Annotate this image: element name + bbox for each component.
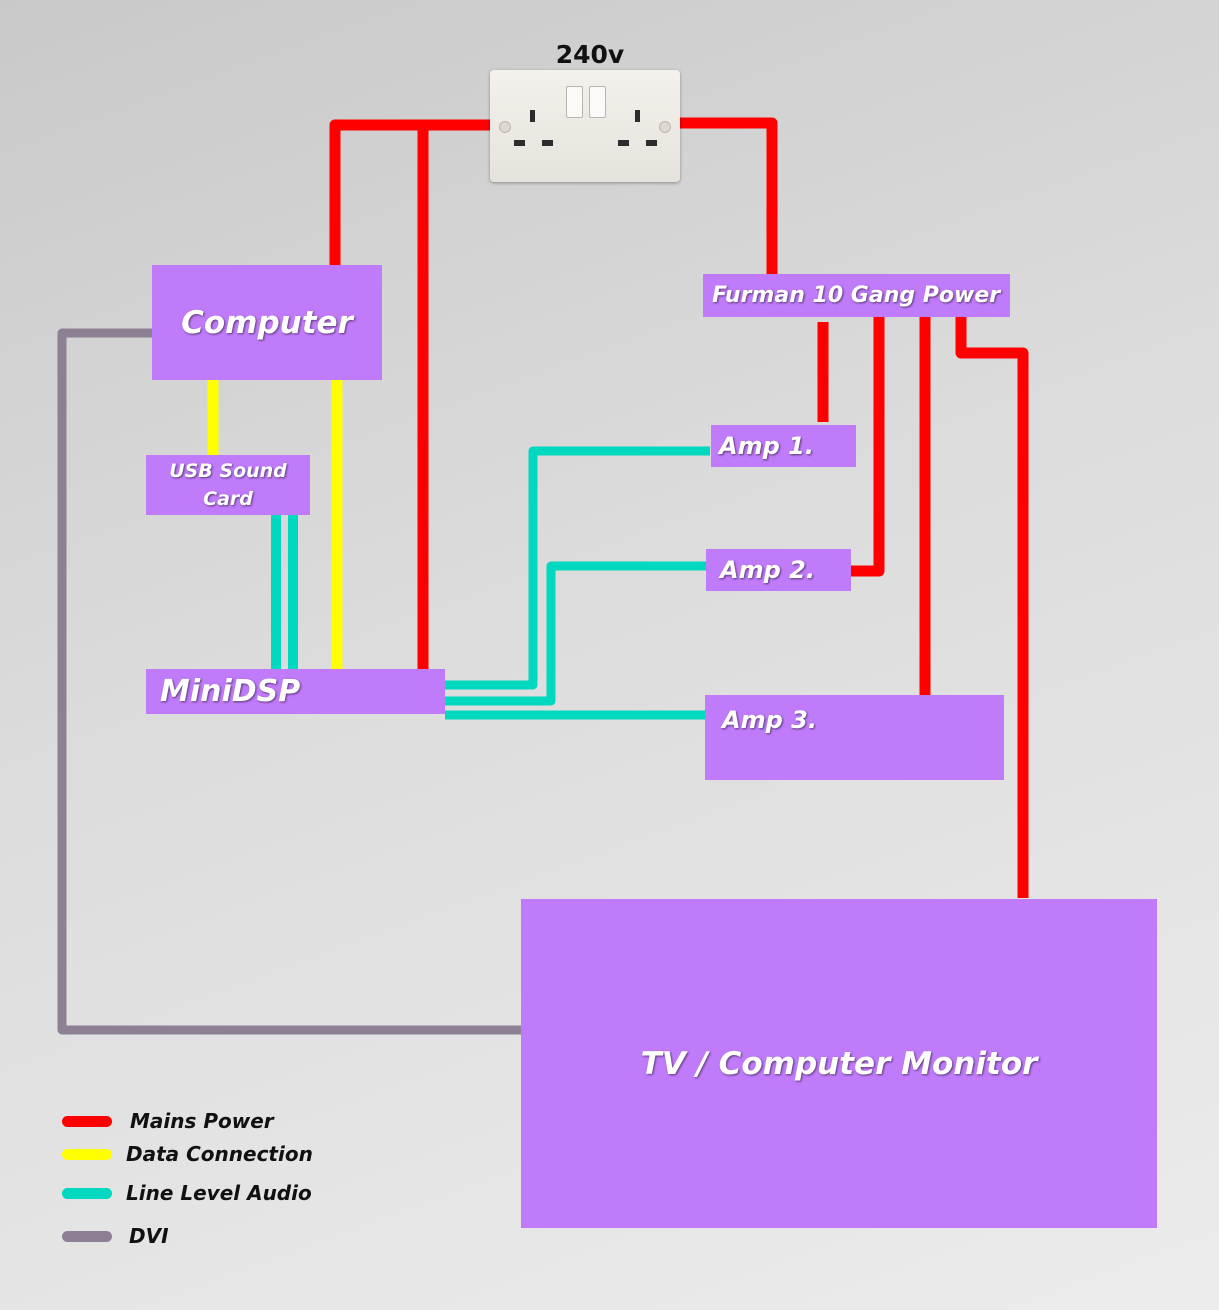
socket-pin — [646, 140, 657, 146]
usb-sound-card-label-line1: USB Sound — [169, 460, 287, 482]
legend-item-mains-power: Mains Power — [62, 1104, 274, 1138]
amp1-box: Amp 1. — [711, 425, 856, 467]
socket-screw-right — [659, 121, 671, 133]
dvi-cable — [57, 328, 522, 1035]
legend-label: Mains Power — [130, 1109, 274, 1133]
audio-minidsp-to-amp2 — [445, 561, 707, 706]
mains-furman-to-monitor — [955, 317, 1029, 898]
legend-item-data-connection: Data Connection — [62, 1137, 313, 1171]
socket-pin — [530, 110, 535, 122]
usb-sound-card-box: USB Sound Card — [146, 455, 310, 515]
legend-swatch-dvi — [62, 1230, 112, 1242]
furman-power-label: Furman 10 Gang Power — [712, 283, 1001, 308]
minidsp-label: MiniDSP — [160, 674, 301, 709]
legend-swatch-audio — [62, 1187, 112, 1199]
socket-switch-left — [566, 86, 583, 118]
computer-label: Computer — [181, 304, 353, 341]
mains-furman-to-amp2 — [851, 317, 885, 577]
socket-switch-right — [589, 86, 606, 118]
amp1-label: Amp 1. — [719, 432, 814, 460]
socket-voltage-label: 240v — [555, 40, 625, 69]
legend-swatch-data — [62, 1148, 112, 1160]
monitor-label: TV / Computer Monitor — [640, 1045, 1038, 1082]
minidsp-box: MiniDSP — [146, 669, 445, 714]
socket-pin — [635, 110, 640, 122]
legend-swatch-mains — [62, 1115, 112, 1127]
mains-socket-to-furman — [680, 117, 778, 275]
computer-box: Computer — [152, 265, 382, 380]
audio-minidsp-to-amp1 — [445, 446, 710, 690]
amp3-label: Amp 3. — [722, 706, 817, 734]
mains-socket-to-computer — [329, 119, 490, 266]
legend-label: Line Level Audio — [126, 1181, 312, 1205]
amp2-box: Amp 2. — [706, 549, 851, 591]
legend-label: Data Connection — [126, 1142, 313, 1166]
monitor-box: TV / Computer Monitor — [521, 899, 1157, 1228]
socket-pin — [618, 140, 629, 146]
socket-pin — [514, 140, 525, 146]
legend-label: DVI — [129, 1224, 169, 1248]
amp3-box: Amp 3. — [705, 695, 1004, 780]
socket-screw-left — [499, 121, 511, 133]
legend-item-dvi: DVI — [62, 1219, 169, 1253]
wall-socket — [490, 70, 680, 182]
usb-sound-card-label-line2: Card — [203, 488, 253, 510]
socket-pin — [542, 140, 553, 146]
legend-item-line-level-audio: Line Level Audio — [62, 1176, 312, 1210]
furman-power-box: Furman 10 Gang Power — [703, 274, 1010, 317]
amp2-label: Amp 2. — [720, 556, 815, 584]
